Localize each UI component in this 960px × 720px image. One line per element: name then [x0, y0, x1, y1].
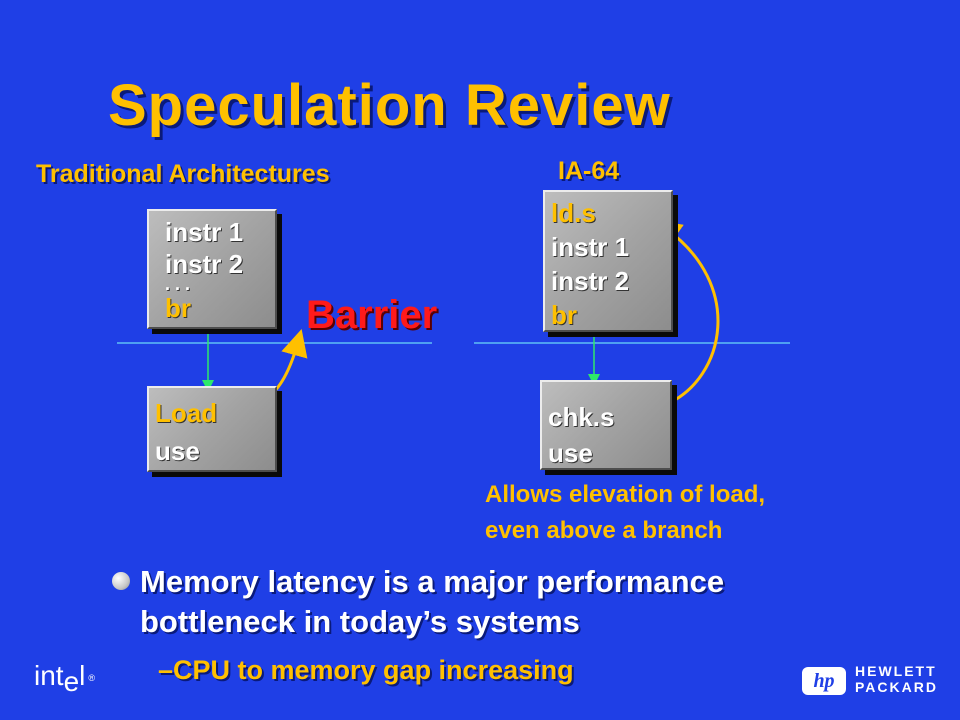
intel-logo-e: e: [63, 666, 80, 697]
hp-logo-text: HEWLETT PACKARD: [855, 663, 938, 695]
barrier-label: Barrier: [306, 293, 438, 337]
traditional-load-box: Load use: [147, 386, 277, 472]
hp-logo-line1: HEWLETT: [855, 663, 937, 679]
instr2-label: instr 2: [165, 249, 244, 279]
instr1-label: instr 1: [165, 217, 244, 247]
check-to-ld-arc: [654, 220, 720, 406]
ia64-check-box: chk.s use: [540, 380, 672, 470]
intel-logo: intel®: [34, 660, 96, 697]
bullet-dot: [112, 572, 130, 590]
branch-label: br: [165, 293, 191, 323]
elevation-note-line2: even above a branch: [485, 517, 723, 544]
bullet-line2: bottleneck in today’s systems: [140, 604, 580, 639]
intel-logo-l: l: [79, 660, 86, 691]
sub-bullet: –CPU to memory gap increasing: [158, 655, 574, 685]
ia64-branch-label: br: [551, 300, 577, 330]
elevation-note-line1: Allows elevation of load,: [485, 481, 766, 508]
lds-label: ld.s: [551, 198, 596, 228]
hp-logo-line2: PACKARD: [855, 679, 938, 695]
ia64-heading: IA-64: [558, 157, 620, 185]
ia64-instr1-label: instr 1: [551, 232, 630, 262]
load-label: Load: [155, 398, 218, 428]
traditional-heading: Traditional Architectures: [36, 160, 330, 188]
ellipsis-label: . . .: [165, 274, 191, 294]
slide-title: Speculation Review: [108, 73, 671, 138]
use-label: use: [155, 436, 200, 466]
ia64-use-label: use: [548, 438, 593, 468]
intel-registered-mark: ®: [88, 672, 96, 683]
chks-label: chk.s: [548, 402, 615, 432]
traditional-code-box: instr 1 instr 2 . . . br: [147, 209, 277, 329]
ia64-instr2-label: instr 2: [551, 266, 630, 296]
hp-logo-badge: hp: [802, 667, 846, 695]
intel-logo-text: int: [34, 660, 64, 691]
ia64-code-box: ld.s instr 1 instr 2 br: [543, 190, 673, 332]
bullet-line1: Memory latency is a major performance: [140, 564, 725, 599]
